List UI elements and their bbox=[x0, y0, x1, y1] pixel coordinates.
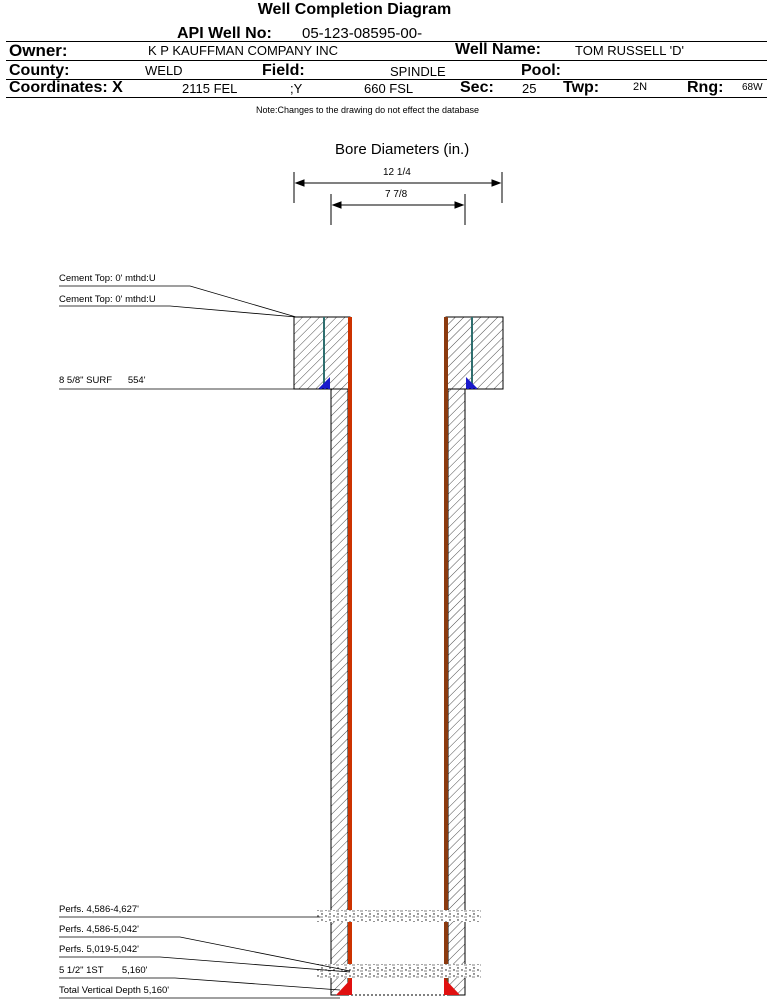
coordinates-label: Coordinates: X bbox=[9, 79, 123, 96]
production-shoe-left bbox=[336, 978, 352, 995]
field-label: Field: bbox=[262, 62, 305, 79]
dimension-inner bbox=[330, 194, 466, 225]
coord-y-label: ;Y bbox=[290, 81, 303, 96]
production-shoe-right bbox=[444, 978, 460, 995]
twp-value: 2N bbox=[633, 81, 648, 93]
rng-label: Rng: bbox=[687, 79, 724, 96]
divider bbox=[6, 79, 767, 80]
cement-top-1-label: Cement Top: 0' mthd:U bbox=[59, 273, 156, 284]
bore-diameters-title: Bore Diameters (in.) bbox=[335, 141, 470, 158]
rng-value: 68W bbox=[742, 82, 763, 93]
pool-label: Pool: bbox=[521, 62, 561, 79]
page-title: Well Completion Diagram bbox=[257, 1, 452, 18]
coord-y-value: 660 FSL bbox=[364, 81, 414, 96]
production-casing-right bbox=[444, 317, 448, 995]
twp-label: Twp: bbox=[563, 79, 600, 96]
field-value: SPINDLE bbox=[390, 64, 446, 79]
divider bbox=[6, 41, 767, 42]
county-label: County: bbox=[9, 62, 70, 79]
dim-inner-label: 7 7/8 bbox=[385, 189, 408, 200]
owner-label: Owner: bbox=[9, 41, 68, 60]
note-text: Note:Changes to the drawing do not effec… bbox=[256, 105, 479, 115]
perfs-2-label: Perfs. 4,586-5,042' bbox=[59, 924, 139, 935]
surface-hole-right bbox=[445, 316, 504, 390]
total-depth-label: Total Vertical Depth 5,160' bbox=[59, 985, 170, 996]
well-name-label: Well Name: bbox=[455, 41, 541, 58]
owner-value: K P KAUFFMAN COMPANY INC bbox=[148, 43, 338, 58]
production-casing-label: 5 1/2" 1ST 5,160' bbox=[59, 965, 148, 976]
sec-value: 25 bbox=[522, 81, 537, 96]
surface-hole-left bbox=[293, 316, 351, 390]
perfs-1-label: Perfs. 4,586-4,627' bbox=[59, 904, 139, 915]
leader-lines bbox=[59, 285, 351, 999]
annulus-right bbox=[447, 388, 466, 996]
county-value: WELD bbox=[145, 63, 183, 78]
surface-casing-label: 8 5/8" SURF 554' bbox=[59, 375, 146, 386]
cement-top-2-label: Cement Top: 0' mthd:U bbox=[59, 294, 156, 305]
divider bbox=[6, 60, 767, 61]
perforation-zone-upper bbox=[315, 910, 481, 922]
perfs-3-label: Perfs. 5,019-5,042' bbox=[59, 944, 139, 955]
perforation-zone-lower bbox=[315, 964, 481, 978]
api-value: 05-123-08595-00- bbox=[302, 25, 423, 42]
coord-x-value: 2115 FEL bbox=[182, 81, 238, 96]
divider bbox=[6, 97, 767, 98]
dimension-outer bbox=[293, 172, 503, 203]
well-name-value: TOM RUSSELL 'D' bbox=[575, 43, 684, 58]
api-label: API Well No: bbox=[177, 25, 272, 42]
production-casing-left bbox=[348, 317, 352, 995]
sec-label: Sec: bbox=[460, 79, 494, 96]
dim-outer-label: 12 1/4 bbox=[383, 167, 411, 178]
annulus-left bbox=[330, 388, 349, 996]
